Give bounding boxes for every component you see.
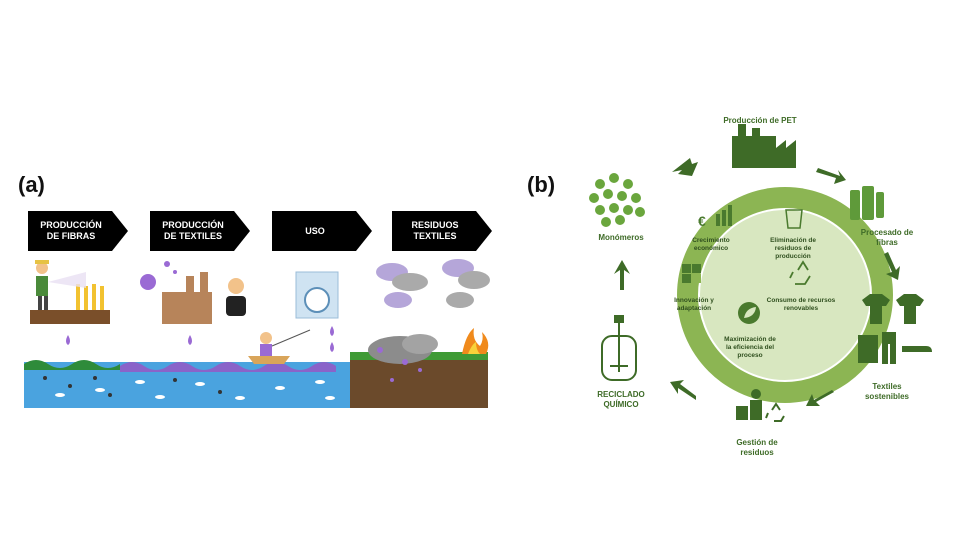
label-innovacion: Innovación y adaptación <box>674 297 714 312</box>
label-crecimiento: Crecimiento económico <box>692 237 730 252</box>
label-maximizacion: Maximización de la eficiencia del proces… <box>724 336 776 359</box>
label-produccion-pet: Producción de PET <box>723 116 797 125</box>
lifecycle-illustration <box>24 259 490 408</box>
worker <box>226 278 246 316</box>
recycle-bin-icon <box>785 209 803 229</box>
svg-text:€: € <box>698 213 706 229</box>
washing-machine <box>295 271 339 319</box>
fiber-spools-icon <box>850 186 884 220</box>
crops <box>76 284 104 310</box>
leaf-efficiency-icon <box>738 302 760 324</box>
wave-purple <box>120 362 336 372</box>
puzzle-icon <box>682 264 701 283</box>
reactor-icon <box>601 315 637 381</box>
monomers-icon <box>589 173 645 227</box>
panel-a-label: (a) <box>18 172 45 197</box>
label-procesado-fibras: Procesado de fibras <box>860 228 914 247</box>
soil <box>350 358 488 408</box>
farmer <box>35 260 86 310</box>
factory-icon <box>732 124 796 168</box>
chart-growth-icon: € <box>698 205 732 229</box>
label-textiles-sostenibles: Textiles sostenibles <box>864 382 909 401</box>
pollutant-particles <box>43 376 222 397</box>
flask <box>140 261 177 290</box>
clouds <box>376 259 490 308</box>
circular-economy-diagram: ECONOMÍA CIRCULAR € <box>589 117 932 422</box>
inner-disc <box>699 209 871 381</box>
stage-uso-tag: USO <box>272 211 372 251</box>
recycle-icon <box>789 260 811 285</box>
drop-uso <box>330 326 334 336</box>
drop-fibras <box>66 335 70 345</box>
label-monomeros: Monómeros <box>598 233 644 242</box>
label-gestion-residuos: Gestión de residuos <box>736 438 778 457</box>
boat-fisher <box>248 329 311 364</box>
panel-b-label: (b) <box>527 172 556 197</box>
label-reciclado-quimico: RECICLADO QUÍMICO <box>597 390 645 409</box>
cycle-arrows <box>614 158 900 406</box>
stage-textiles-tag: PRODUCCIÓN DE TEXTILES <box>150 211 250 251</box>
fish-group <box>55 380 335 400</box>
label-eliminacion: Eliminación de residuos de producción <box>770 237 816 260</box>
field-soil <box>30 310 110 324</box>
stage-residuos-tag: RESIDUOS TEXTILES <box>392 211 492 251</box>
waste-management-icon <box>736 389 785 422</box>
factory <box>162 272 212 324</box>
stage-fibras-tag: PRODUCCIÓN DE FIBRAS <box>28 211 128 251</box>
fire <box>462 328 489 354</box>
clothing-icon <box>858 294 932 364</box>
waste-pile <box>368 334 438 382</box>
wave-green <box>24 360 120 370</box>
label-consumo: Consumo de recursos renovables <box>766 297 836 312</box>
drop-textiles <box>188 335 192 345</box>
